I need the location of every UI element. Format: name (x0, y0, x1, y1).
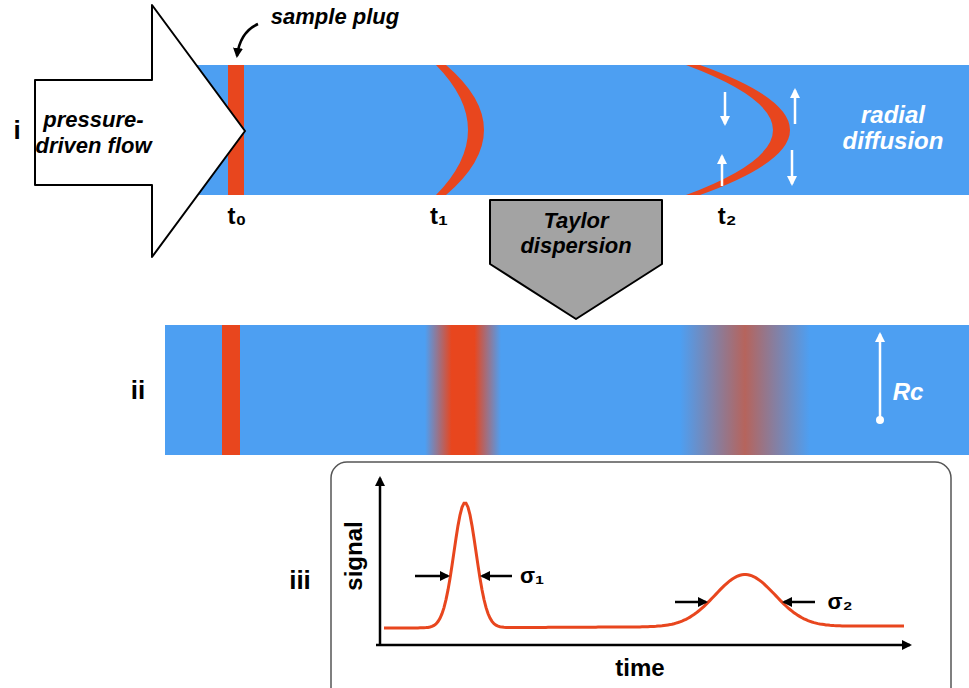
panel-number: iii (289, 566, 311, 595)
time-label: t₀ (228, 203, 247, 229)
dispersed-band (425, 325, 501, 455)
panel-number: i (13, 116, 20, 145)
sample-plug (222, 325, 240, 455)
radius-arrow (879, 334, 882, 420)
time-label: t₂ (718, 203, 737, 229)
width-label: σ₂ (828, 590, 853, 614)
y-axis (379, 478, 382, 645)
process-arrow: Taylor dispersion (488, 198, 664, 322)
time-label: t₁ (430, 203, 448, 229)
flow-arrow: pressure-driven flow (0, 0, 250, 262)
callout-label: sample plug (271, 5, 399, 29)
node-label: pressure-driven flow (35, 80, 152, 185)
annotation: radial diffusion (828, 102, 958, 155)
parabolic-plug (686, 65, 790, 195)
leader-line (237, 24, 258, 56)
diffusion-arrows (722, 90, 795, 186)
axis-label: signal (341, 521, 367, 590)
signal-trace (384, 503, 904, 628)
plot-frame (331, 462, 951, 688)
dispersed-band (680, 325, 810, 455)
axis-label: time (615, 655, 664, 681)
width-arrows (415, 576, 815, 602)
capillary-tube (165, 325, 969, 455)
node-label: Taylor dispersion (494, 202, 658, 264)
x-axis (376, 644, 910, 647)
width-label: σ₁ (520, 564, 544, 588)
radius-dot (876, 416, 884, 424)
parabolic-plug (436, 65, 484, 195)
radius-label: Rc (893, 379, 924, 405)
panel-number: ii (131, 376, 145, 405)
capillary-tube (165, 65, 969, 195)
